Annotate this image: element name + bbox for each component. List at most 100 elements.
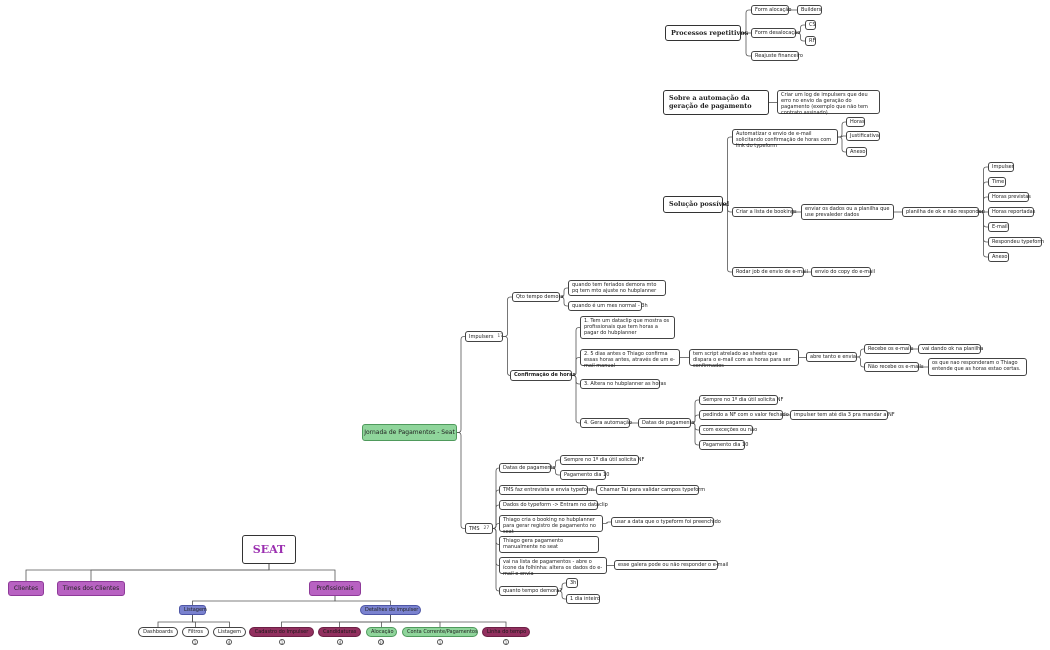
candidaturas-count-badge: 4 xyxy=(337,639,343,645)
criar-lista-bookings-node[interactable]: Criar a lista de bookings xyxy=(732,207,797,217)
lista-pagamentos-node[interactable]: vai na lista de pagamentos - abre o ícon… xyxy=(499,557,607,577)
connector xyxy=(796,32,805,42)
pagamento-dia-10-node[interactable]: Pagamento dia 10 xyxy=(699,440,748,450)
dados-typeform-node[interactable]: Dados do typeform -> Entram no dataclip xyxy=(499,500,608,510)
listagem-count-badge: 4 xyxy=(226,639,232,645)
enviar-dados-node[interactable]: enviar os dados ou a planilha que use pr… xyxy=(801,204,894,220)
reajuste-financeiro-node[interactable]: Reajuste financeiro xyxy=(751,51,803,61)
script-sheets-node[interactable]: tem script atrelado ao sheets que dispar… xyxy=(689,349,799,369)
processos-repetitivos-node[interactable]: Processos repetitivos xyxy=(665,25,748,41)
connector xyxy=(281,615,391,627)
campo-impulser-node[interactable]: Impulser xyxy=(988,162,1014,172)
conta-corrente-node[interactable]: Conta Corrente/Pagamentos xyxy=(402,627,478,637)
automatizar-email-node[interactable]: Automatizar o envio de e-mail solicitand… xyxy=(732,129,838,149)
linha-do-tempo-node[interactable]: Linha do tempo xyxy=(482,627,530,637)
sobre-descricao-node[interactable]: Criar um log de impulsers que deu erro n… xyxy=(777,90,880,116)
conf-passo-4-node[interactable]: 4. Gera automação xyxy=(580,418,632,428)
filtros-node[interactable]: Filtros xyxy=(182,627,209,637)
connector xyxy=(503,296,512,337)
impulsers-node[interactable]: Impulsers 17 xyxy=(465,331,503,342)
cadastro-impulser-node[interactable]: Cadastro do Impulser xyxy=(249,627,314,637)
connector xyxy=(157,615,193,627)
connector xyxy=(603,521,611,524)
alocacao-node[interactable]: Alocação xyxy=(366,627,397,637)
listagem-node[interactable]: Listagem xyxy=(213,627,246,637)
com-excecoes-node[interactable]: com exceções ou não xyxy=(699,425,757,435)
seat-title-node[interactable]: SEAT xyxy=(242,535,296,564)
recebe-emails-node[interactable]: Recebe os e-mails xyxy=(864,344,913,354)
tms-pagamento-dia-10-node[interactable]: Pagamento dia 10 xyxy=(560,470,609,480)
detalhes-impulser-node[interactable]: Detalhes do impulser xyxy=(360,605,421,615)
conf-passo-3-node[interactable]: 3. Altera no hubplanner as horas xyxy=(580,379,666,389)
tms-node[interactable]: TMS 27 xyxy=(465,523,493,534)
tms-datas-pagamento-node[interactable]: Datas de pagamento xyxy=(499,463,556,473)
connector xyxy=(25,564,270,581)
pedindo-nf-node[interactable]: pedindo a NF com o valor fechado xyxy=(699,410,789,420)
confirmacao-horas-node[interactable]: Confirmação de horas xyxy=(510,370,575,381)
connector xyxy=(457,336,465,433)
campo-horas-reportadas-node[interactable]: Horas reportadas xyxy=(988,207,1035,217)
thiago-gera-pagamento-node[interactable]: Thiago gera pagamento manualmente no sea… xyxy=(499,536,599,553)
tempo-1-dia-node[interactable]: 1 dia inteiro xyxy=(566,594,600,604)
tms-label: TMS xyxy=(469,525,480,532)
campo-respondeu-typeform-node[interactable]: Respondeu typeform xyxy=(988,237,1044,247)
solucao-possivel-node[interactable]: Solução possível xyxy=(663,196,729,213)
chamar-tai-node[interactable]: Chamar Tai para validar campos typeform xyxy=(596,485,705,495)
jornada-pagamentos-root[interactable]: Jornada de Pagamentos - Seat xyxy=(362,424,457,441)
tms-entrevista-node[interactable]: TMS faz entrevista e envia typeform xyxy=(499,485,594,495)
conta-corrente-count-badge: 1 xyxy=(437,639,443,645)
alocacao-count-badge: 10 xyxy=(378,639,385,645)
form-desalocacao-node[interactable]: Form desalocação xyxy=(751,28,800,38)
thiago-booking-node[interactable]: Thiago cria o booking no hubplanner para… xyxy=(499,515,603,535)
candidaturas-node[interactable]: Candidaturas xyxy=(318,627,361,637)
dashboards-node[interactable]: Dashboards xyxy=(138,627,178,637)
nao-recebe-emails-node[interactable]: Não recebe os e-mails xyxy=(864,362,924,372)
horas-node[interactable]: Horas xyxy=(846,117,865,127)
quanto-tempo-node[interactable]: quanto tempo demora? xyxy=(499,586,562,596)
profissionais-node[interactable]: Profissionais xyxy=(309,581,361,596)
qto-tempo-node[interactable]: Qto tempo demora xyxy=(512,292,564,302)
tms-count: 27 xyxy=(483,525,490,531)
listagem-group-node[interactable]: Listagem xyxy=(179,605,207,615)
rodar-job-node[interactable]: Rodar job de envio de e-mail xyxy=(732,267,808,277)
connector xyxy=(723,204,732,273)
builders-node[interactable]: Builders xyxy=(797,5,822,15)
connector xyxy=(838,121,846,138)
connector xyxy=(390,615,507,627)
campo-horas-previstas-node[interactable]: Horas previstas xyxy=(988,192,1031,202)
campo-anexo-node[interactable]: Anexo xyxy=(988,252,1009,262)
envio-copy-node[interactable]: envio do copy do e-mail xyxy=(811,267,875,277)
tms-data-nf-node[interactable]: Sempre no 1º dia útil solicita NF xyxy=(560,455,644,465)
qto-tempo-normal-node[interactable]: quando é um mes normal - 3h xyxy=(568,301,648,311)
campo-time-node[interactable]: Time xyxy=(988,177,1006,187)
clientes-node[interactable]: Clientes xyxy=(8,581,44,596)
galera-responder-node[interactable]: esse galera pode ou não responder o e-ma… xyxy=(614,560,728,570)
campo-email-node[interactable]: E-mail xyxy=(988,222,1009,232)
conf-passo-2-node[interactable]: 2. 5 dias antes o Thiago confirma essas … xyxy=(580,349,680,369)
vai-dando-ok-node[interactable]: vai dando ok na planilha xyxy=(918,344,983,354)
conf-passo-1-node[interactable]: 1. Tem um dataclip que mostra os profiss… xyxy=(580,316,675,339)
connector xyxy=(979,211,988,258)
form-alocacao-node[interactable]: Form alocação xyxy=(751,5,791,15)
connector xyxy=(558,590,566,600)
nao-responderam-node[interactable]: os que nao responderam o Thiago entende … xyxy=(928,358,1027,376)
connector xyxy=(381,615,391,627)
abre-envia-node[interactable]: abre tanto e envia xyxy=(806,352,857,362)
rf-node[interactable]: RF xyxy=(805,36,816,46)
cadastro-count-badge: 1 xyxy=(279,639,285,645)
times-clientes-node[interactable]: Times dos Clientes xyxy=(57,581,125,596)
cs-node[interactable]: CS xyxy=(805,20,816,30)
tempo-3h-node[interactable]: 3h xyxy=(566,578,578,588)
connector xyxy=(492,523,500,529)
datas-pagamento-impulser-node[interactable]: Datas de pagamento xyxy=(638,418,695,428)
qto-tempo-feriados-node[interactable]: quando tem feriados demora mto pq tem mt… xyxy=(568,280,666,296)
justificativa-node[interactable]: Justificativa xyxy=(846,131,880,141)
usar-data-typeform-node[interactable]: usar a data que o typeform foi preenchid… xyxy=(611,517,721,527)
anexo-node[interactable]: Anexo xyxy=(846,147,867,157)
planilha-ok-node[interactable]: planilha de ok e não respondeu xyxy=(902,207,985,217)
impulser-dia-3-node[interactable]: impulser tem até dia 3 pra mandar a NF xyxy=(790,410,895,420)
sobre-automacao-node[interactable]: Sobre a automação da geração de pagament… xyxy=(663,90,769,115)
data-nf-node[interactable]: Sempre no 1º dia útil solicita NF xyxy=(699,395,783,405)
filtros-count-badge: 1 xyxy=(192,639,198,645)
